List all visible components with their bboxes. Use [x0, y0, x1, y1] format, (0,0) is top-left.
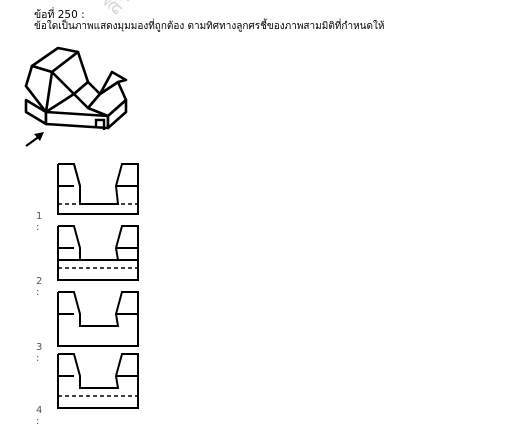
isometric-figure — [24, 46, 128, 147]
question-text: ข้อใดเป็นภาพแสดงมุมมองที่ถูกต้อง ตามทิศท… — [34, 21, 385, 32]
orthographic-view-1 — [57, 163, 139, 215]
orthographic-view-2 — [57, 225, 139, 281]
view-direction-arrow-icon — [25, 132, 44, 147]
choice-label: 2 : — [36, 276, 43, 298]
choice-label: 4 : — [36, 405, 43, 427]
question-number: ข้อที่ 250 : — [34, 9, 85, 21]
question-header: ข้อที่ 250 : ข้อใดเป็นภาพแสดงมุมมองที่ถู… — [34, 9, 384, 33]
orthographic-view-4 — [57, 353, 139, 409]
choice-label: 1 : — [36, 211, 43, 233]
choice-label: 3 : — [36, 342, 43, 364]
orthographic-view-3 — [57, 291, 139, 347]
